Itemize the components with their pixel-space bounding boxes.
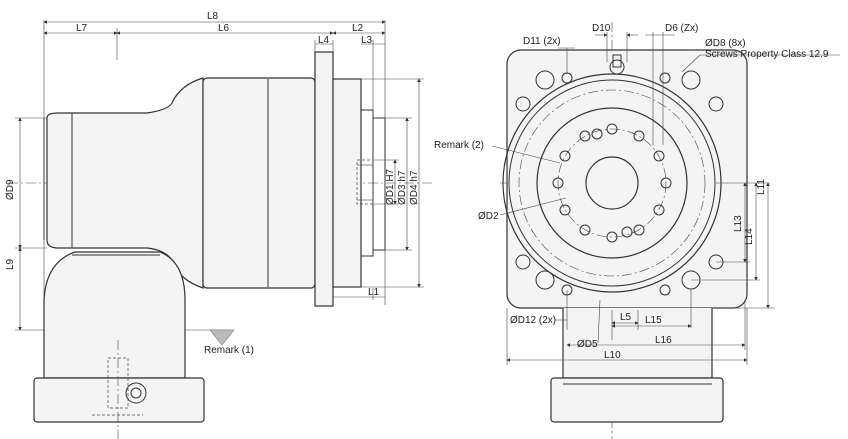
dim-l6: L6: [218, 23, 230, 34]
pin-hole-d12: [659, 72, 671, 84]
dim-d10: D10: [592, 23, 611, 34]
pitch-circle-d5: [518, 89, 706, 277]
pin-hole-d11: [659, 284, 671, 296]
motor-flange-lower: [33, 377, 205, 423]
motor-adapter-lower: [43, 251, 186, 379]
screws-note: Screws Property Class 12.9: [705, 49, 829, 60]
dim-l8: L8: [207, 11, 219, 22]
mounting-hole-d8: [515, 96, 531, 112]
dim-d4: ØD4 h7: [409, 170, 420, 205]
front-view: D11 (2x) D10 D6 (Zx) ØD8 (8x) Screws Pro…: [434, 22, 840, 439]
dim-d6: D6 (Zx): [665, 23, 698, 34]
dim-d3: ØD3 h7: [397, 170, 408, 205]
dim-l9: L9: [5, 258, 16, 270]
output-bolt-holes: [552, 123, 672, 243]
dim-l3: L3: [361, 35, 373, 46]
output-flange: [536, 107, 688, 259]
remark-1-marker: [209, 329, 235, 346]
dim-l14: L14: [744, 228, 755, 245]
output-body: [332, 78, 362, 288]
mounting-hole-d8: [535, 70, 555, 90]
dim-l4: L4: [318, 35, 330, 46]
dim-d11: D11 (2x): [523, 36, 561, 47]
dim-l13: L13: [733, 215, 744, 232]
dim-l1: L1: [368, 287, 380, 298]
dim-d9: ØD9: [5, 179, 16, 200]
flange: [314, 51, 334, 307]
dim-l15: L15: [645, 315, 662, 326]
mounting-hole-d8: [535, 270, 555, 290]
center-bore: [585, 156, 639, 210]
dim-l2: L2: [352, 23, 364, 34]
gear-body: [202, 77, 316, 289]
remark-1-label: Remark (1): [204, 345, 254, 356]
dim-d5: ØD5: [577, 339, 598, 350]
dim-l16: L16: [655, 335, 672, 346]
mounting-hole-d8: [708, 96, 724, 112]
dim-l11: L11: [756, 179, 767, 195]
mounting-hole-d8: [515, 254, 531, 270]
dim-d2: ØD2: [478, 211, 499, 222]
dimension-lines-top: [43, 20, 386, 330]
dim-d1: ØD1 H7: [385, 168, 396, 205]
hole-d10: [609, 59, 625, 75]
dim-d12: ØD12 (2x): [510, 315, 556, 326]
mounting-hole-d8: [681, 70, 701, 90]
angle-housing-top: [46, 77, 204, 289]
dim-l5: L5: [620, 312, 632, 323]
pitch-circle-d2: [557, 128, 667, 238]
motor-flange-front: [550, 377, 724, 423]
dim-l10: L10: [604, 350, 621, 361]
remark-2-label: Remark (2): [434, 140, 484, 151]
dim-l7: L7: [76, 23, 88, 34]
clamping-screw-access: [125, 382, 147, 404]
dim-d8: ØD8 (8x): [705, 38, 746, 49]
side-view: L8 L7 L6 L2 L4 L3 L1 Ø: [5, 11, 435, 439]
